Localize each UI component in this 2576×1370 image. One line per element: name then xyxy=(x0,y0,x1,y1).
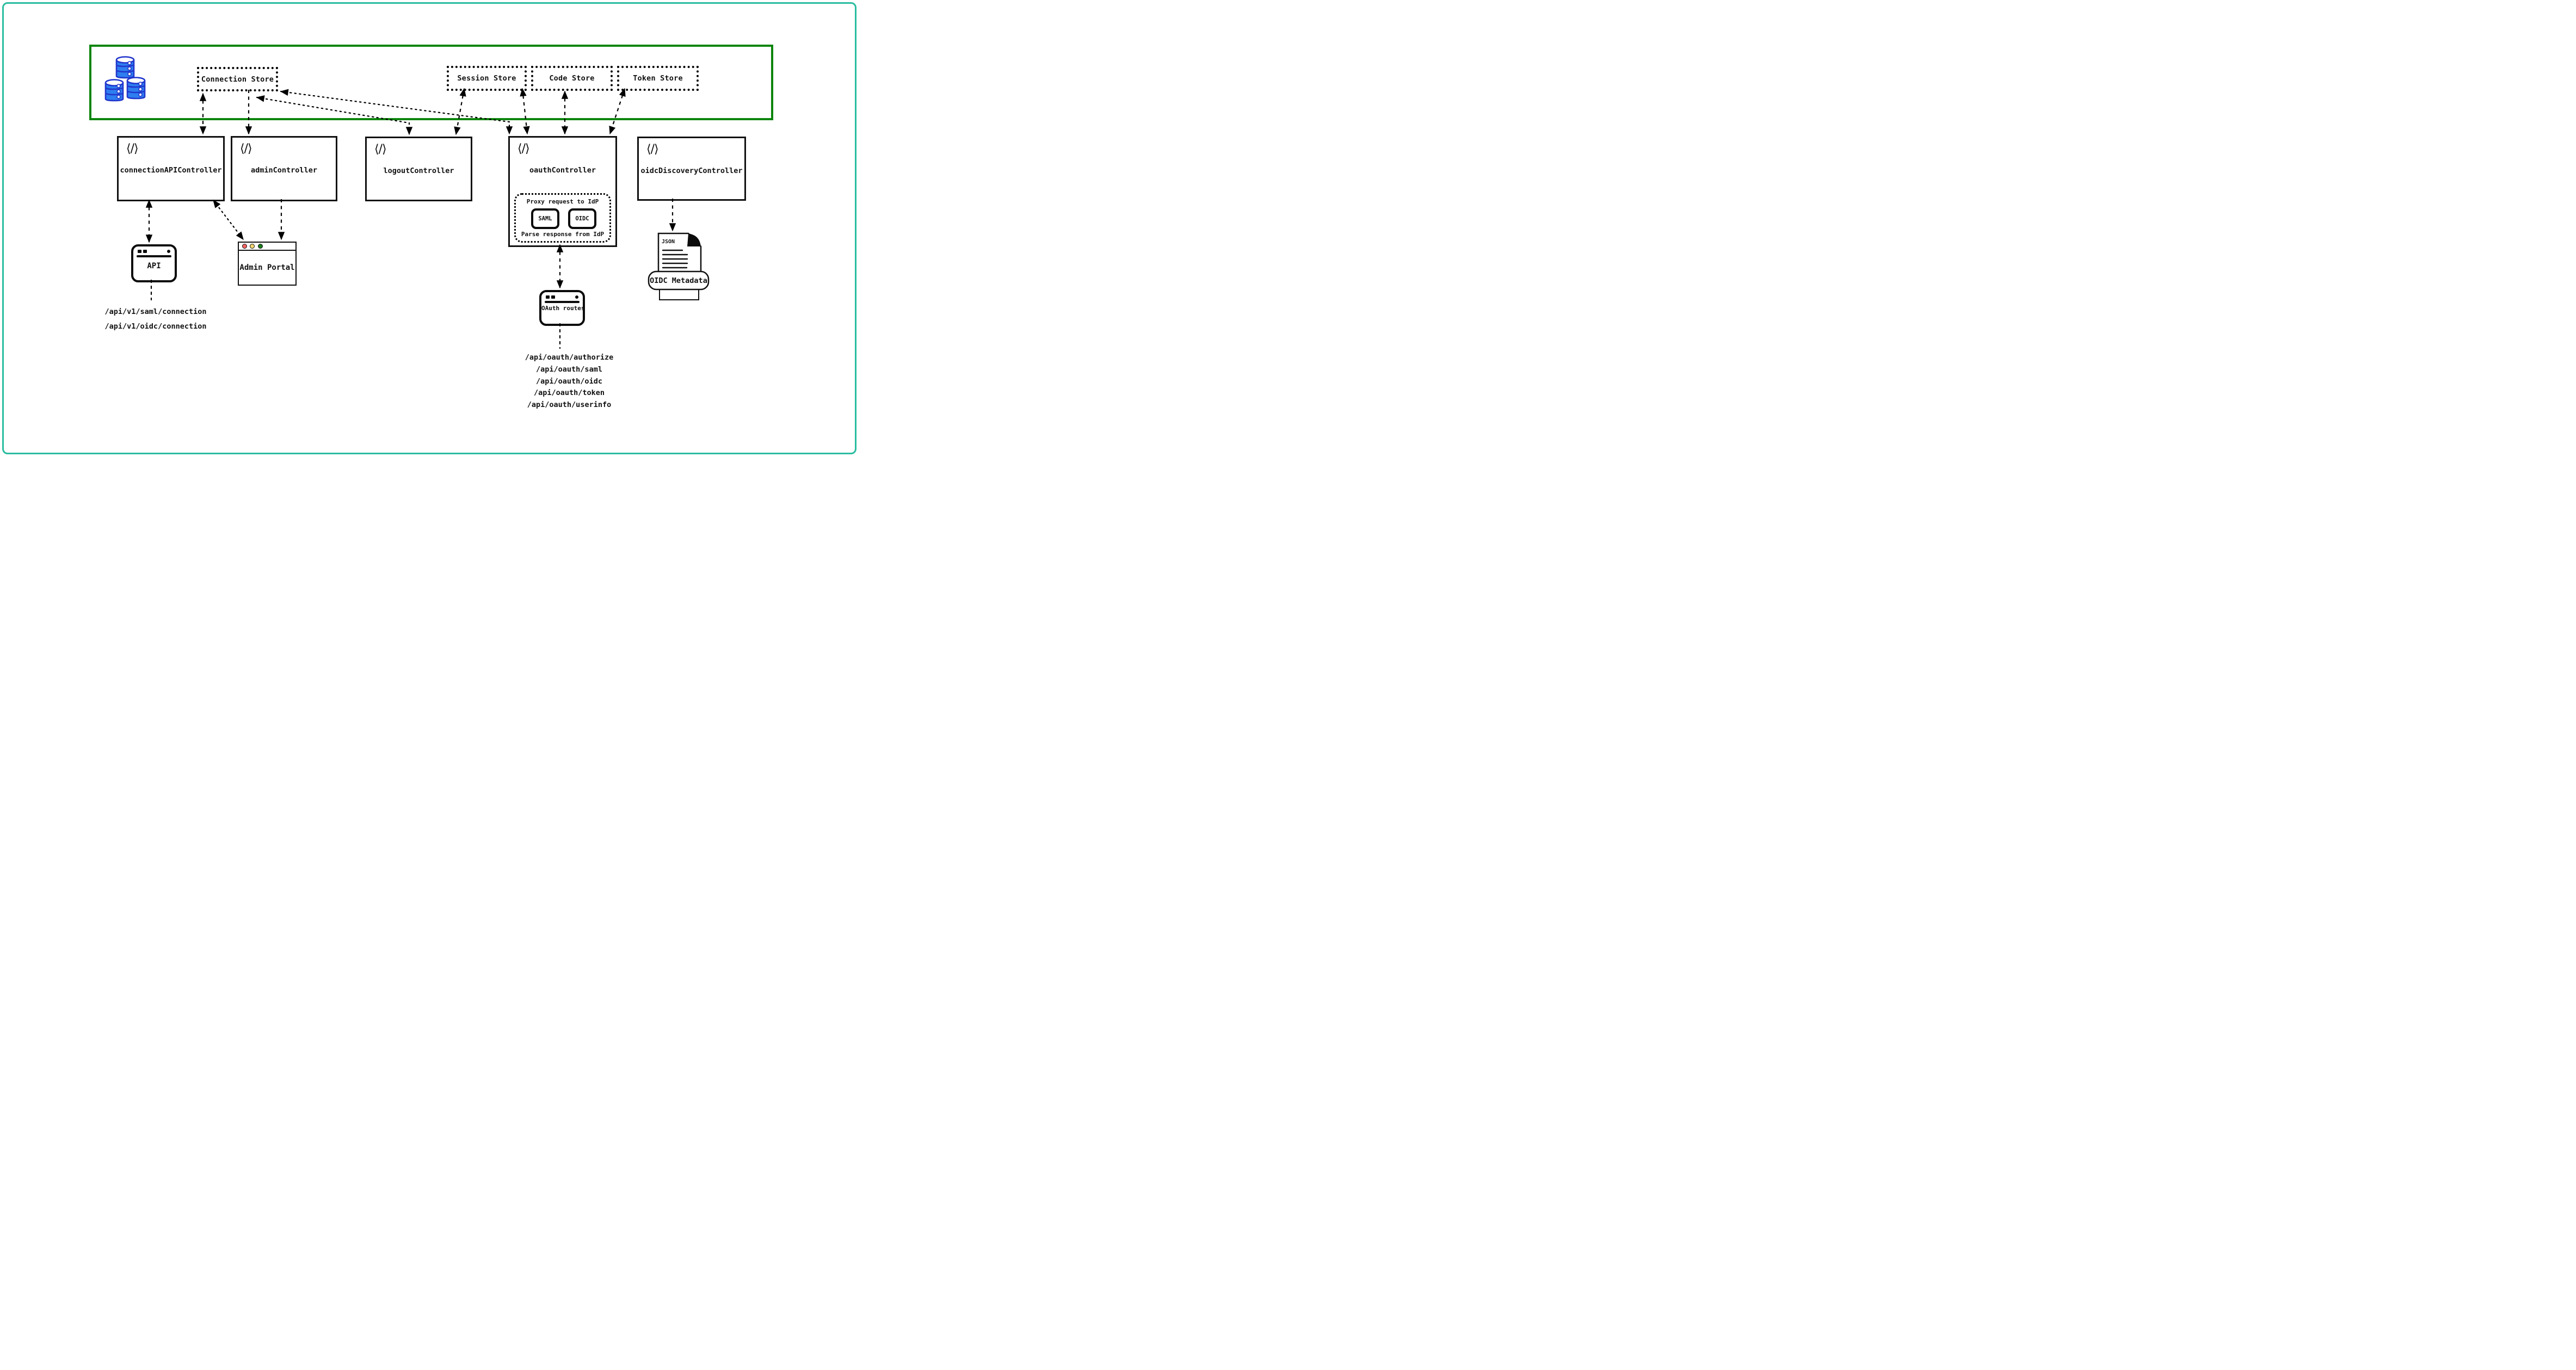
oauth-routes-window-icon: OAuth routes xyxy=(539,290,585,326)
oidc-discovery-controller-label: oidcDiscoveryController xyxy=(640,166,743,175)
admin-controller-box: ⟨/⟩ adminController xyxy=(231,136,337,201)
oidc-chip-label: OIDC xyxy=(575,215,589,222)
connection-api-route-list: /api/v1/saml/connection /api/v1/oidc/con… xyxy=(98,305,213,334)
connection-store-label: Connection Store xyxy=(201,75,274,84)
oidc-chip: OIDC xyxy=(568,208,596,229)
window-dot-icon xyxy=(551,295,555,299)
oauth-route-list: /api/oauth/authorize /api/oauth/saml /ap… xyxy=(511,352,627,411)
code-store-box: Code Store xyxy=(531,66,613,91)
edge-sessionstore-oauth xyxy=(520,88,530,135)
route-item: /api/v1/saml/connection xyxy=(104,307,207,316)
logout-controller-label: logoutController xyxy=(383,166,454,175)
window-titlebar xyxy=(137,249,171,254)
code-icon: ⟨/⟩ xyxy=(240,142,252,156)
window-dot-icon xyxy=(167,250,170,253)
logout-controller-box: ⟨/⟩ logoutController xyxy=(365,137,472,201)
route-item: /api/oauth/userinfo xyxy=(527,400,612,410)
edge-sessionstore-logout xyxy=(454,88,466,135)
metadata-banner xyxy=(648,270,710,291)
saml-chip: SAML xyxy=(531,208,559,229)
token-store-label: Token Store xyxy=(633,74,683,83)
parse-response-label: Parse response from IdP xyxy=(521,231,605,238)
window-dot-icon xyxy=(546,295,550,299)
minimize-icon xyxy=(250,244,255,249)
window-dot-icon xyxy=(575,295,578,299)
window-dot-icon xyxy=(138,250,141,253)
browser-titlebar xyxy=(239,243,295,251)
code-store-label: Code Store xyxy=(549,74,595,83)
admin-controller-label: adminController xyxy=(251,166,317,175)
connection-store-box: Connection Store xyxy=(197,67,278,91)
oidc-discovery-controller-box: ⟨/⟩ oidcDiscoveryController xyxy=(637,137,746,201)
maximize-icon xyxy=(258,244,263,249)
database-icon xyxy=(104,56,146,102)
connector-arrows xyxy=(145,88,676,349)
api-window-icon: API xyxy=(131,244,177,282)
code-icon: ⟨/⟩ xyxy=(517,142,530,156)
code-icon: ⟨/⟩ xyxy=(646,143,659,156)
window-bar-line xyxy=(137,255,171,257)
close-icon xyxy=(242,244,247,249)
api-window-label: API xyxy=(147,262,161,270)
admin-portal-label: Admin Portal xyxy=(239,263,295,272)
proxy-request-label: Proxy request to IdP xyxy=(526,198,599,205)
oauth-controller-label: oauthController xyxy=(529,166,596,175)
route-item: /api/oauth/oidc xyxy=(536,377,602,386)
window-dot-icon xyxy=(143,250,147,253)
edge-connectionstore-logout xyxy=(256,95,413,135)
json-doc-label: JSON xyxy=(662,239,675,245)
connection-api-controller-label: connectionAPIController xyxy=(120,166,222,175)
saml-chip-label: SAML xyxy=(538,215,552,222)
admin-portal-window: Admin Portal xyxy=(238,242,297,286)
edge-tokenstore-oauth xyxy=(609,88,626,135)
oidc-metadata-banner-label: OIDC Metadata xyxy=(650,276,707,285)
oidc-metadata-document-icon: JSON OIDC Metadata xyxy=(648,232,710,300)
window-titlebar xyxy=(545,295,580,299)
route-item: /api/oauth/token xyxy=(533,388,605,398)
route-item: /api/oauth/authorize xyxy=(525,353,614,362)
connection-api-controller-box: ⟨/⟩ connectionAPIController xyxy=(117,136,225,201)
session-store-label: Session Store xyxy=(457,74,516,83)
window-bar-line xyxy=(545,301,580,303)
route-item: /api/v1/oidc/connection xyxy=(104,322,207,331)
code-icon: ⟨/⟩ xyxy=(126,142,139,156)
code-icon: ⟨/⟩ xyxy=(374,143,387,156)
route-item: /api/oauth/saml xyxy=(536,365,602,374)
edge-connectionapi-adminportal xyxy=(212,199,244,240)
edge-connectionstore-oauth xyxy=(280,89,513,135)
token-store-box: Token Store xyxy=(617,66,699,91)
idp-proxy-box: Proxy request to IdP SAML OIDC Parse res… xyxy=(514,193,611,243)
architecture-diagram: Connection Store Session Store Code Stor… xyxy=(0,0,859,456)
oauth-routes-window-label: OAuth routes xyxy=(541,305,585,312)
